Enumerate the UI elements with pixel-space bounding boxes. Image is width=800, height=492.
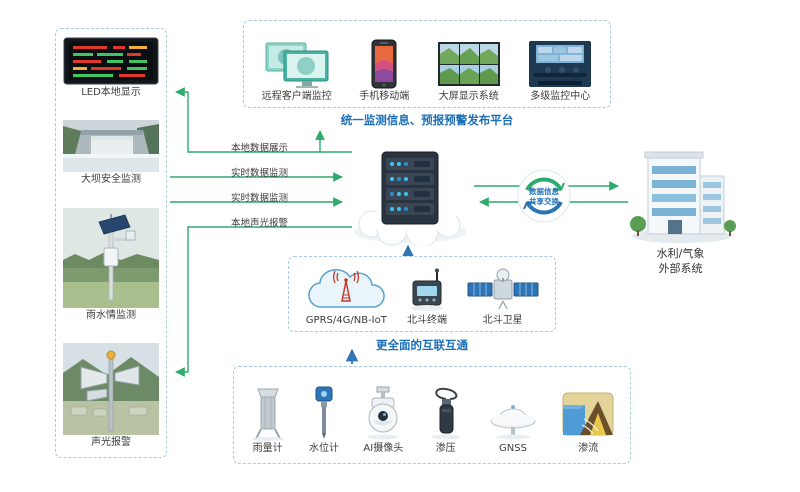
led-display-icon [63,37,159,85]
alarm-station-icon [63,342,159,435]
gnss-antenna-icon [485,385,541,441]
rain-water-station-item: 雨水情监测 [63,207,159,322]
control-room-icon [528,39,592,89]
exchange-text-line2: 共享交换 [529,196,559,206]
mobile-label: 手机移动端 [359,91,410,102]
alarm-station-label: 声光报警 [91,436,131,448]
beidou-satellite-icon [464,267,542,313]
rain-gauge-item: 雨量计 [248,385,288,455]
beidou-terminal-label: 北斗终端 [406,315,447,326]
dam-monitoring-item: 大坝安全监测 [63,120,159,186]
rain-gauge-icon [248,385,288,441]
seepage-flow-item: 渗流 [560,385,616,455]
remote-client-label: 远程客户端监控 [261,91,332,102]
gprs-cloud-icon [302,267,390,313]
water-level-item: 水位计 [307,385,341,455]
comm-title: 更全面的互联互通 [376,338,468,352]
ai-camera-icon [360,385,406,441]
seepage-flow-label: 渗流 [578,443,599,454]
ai-camera-item: AI摄像头 [360,385,406,455]
beidou-satellite-item: 北斗卫星 [464,267,542,327]
flow-label-realtime-1: 实时数据监测 [231,168,289,179]
cloud-server [348,146,472,246]
ai-camera-label: AI摄像头 [363,443,404,454]
video-wall-icon [437,39,501,89]
external-system-label-line2: 外部系统 [658,262,703,275]
desktop-monitors-icon [264,39,330,89]
field-devices-panel: LED本地显示 大坝安全监测 [55,28,167,458]
water-level-label: 水位计 [308,443,339,454]
beidou-satellite-label: 北斗卫星 [482,315,523,326]
flow-label-local-display: 本地数据展示 [231,143,289,154]
external-system-building-icon [628,146,736,244]
comm-panel: GPRS/4G/NB-IoT 北斗终端 [288,256,556,332]
platform-title: 统一监测信息、预报预警发布平台 [340,113,514,127]
control-center-label: 多级监控中心 [530,91,591,102]
data-exchange-icon: 数据信息 共享交换 [516,168,572,224]
control-center-item: 多级监控中心 [528,39,592,103]
external-system-label-line1: 水利/气象 [656,247,705,260]
rain-water-station-label: 雨水情监测 [86,309,136,321]
gprs-item: GPRS/4G/NB-IoT [302,267,390,327]
dam-photo-icon [63,120,159,173]
seepage-pressure-label: 渗压 [435,443,456,454]
gnss-label: GNSS [499,443,527,454]
monitoring-station-icon [63,207,159,308]
seepage-pressure-icon [426,385,466,441]
dam-monitoring-label: 大坝安全监测 [81,174,141,186]
rain-gauge-label: 雨量计 [252,443,283,454]
exchange-text-line1: 数据信息 [529,186,559,196]
gprs-label: GPRS/4G/NB-IoT [305,315,387,326]
alarm-station-item: 声光报警 [63,342,159,449]
external-system-label: 水利/气象 外部系统 [618,246,743,276]
water-level-icon [307,385,341,441]
gnss-item: GNSS [485,385,541,455]
led-display-label: LED本地显示 [81,87,141,98]
sensor-panel: 雨量计 水位计 [233,366,631,464]
seepage-flow-icon [560,385,616,441]
smartphone-icon [369,39,399,89]
seepage-pressure-item: 渗压 [426,385,466,455]
mobile-item: 手机移动端 [359,39,409,103]
led-display-item: LED本地显示 [63,37,159,99]
big-screen-item: 大屏显示系统 [437,39,501,103]
beidou-terminal-item: 北斗终端 [405,267,449,327]
beidou-terminal-icon [405,267,449,313]
flow-label-realtime-2: 实时数据监测 [231,193,289,204]
platform-panel: 远程客户端监控 手机移动端 [243,20,611,108]
flow-label-local-alarm: 本地声光报警 [231,218,289,229]
remote-client-item: 远程客户端监控 [262,39,332,103]
big-screen-label: 大屏显示系统 [438,91,499,102]
